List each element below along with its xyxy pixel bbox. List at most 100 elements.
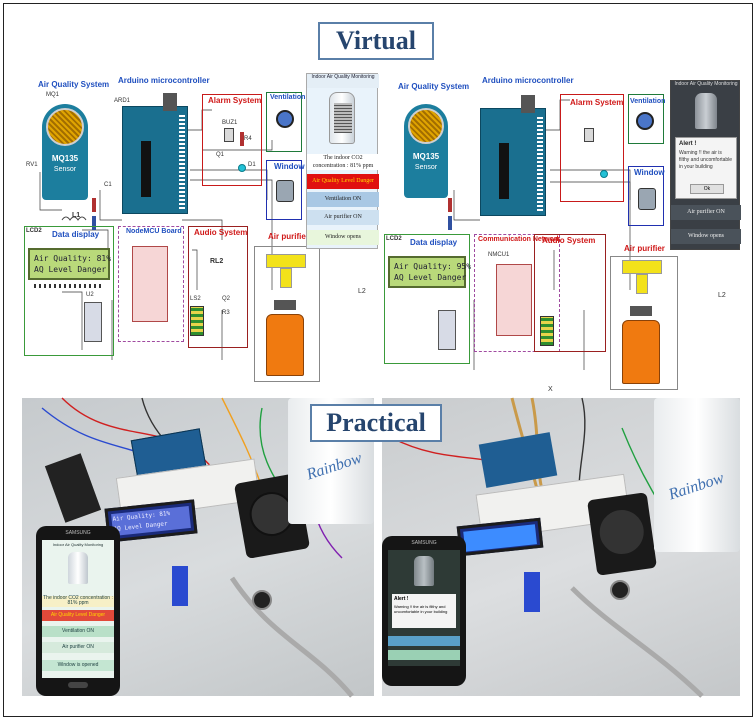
phone-right-brand: SAMSUNG (411, 540, 437, 546)
practical-heading: Practical (310, 404, 442, 442)
left-app-screen: Indoor Air Quality Monitoring The indoor… (306, 73, 379, 249)
phone-left-purifier: Air purifier ON (42, 642, 114, 653)
right-speaker-photo (610, 580, 630, 600)
ventilation-label: Ventilation (270, 94, 306, 101)
right-ventilation-box (628, 94, 664, 144)
left-app-level: Air Quality Level Danger (307, 174, 379, 189)
right-app-window: Window opens (671, 229, 741, 244)
phone-left-screen: Indoor Air Quality Monitoring The indoor… (42, 540, 114, 678)
bottle-cap-icon (274, 300, 296, 310)
audio-system-box (188, 226, 248, 348)
communication-network-label: Communication Network (478, 236, 561, 243)
right-speaker-icon (540, 316, 554, 346)
right-app-header: Indoor Air Quality Monitoring (674, 81, 738, 87)
air-purifier-label: Air purifier (268, 232, 309, 241)
window-box (266, 160, 302, 220)
phone-left-home-button (68, 682, 88, 688)
practical-photo-left: Air Quality: 81% AQ Level Danger Rainbow… (22, 397, 374, 698)
phone-left-ventilation: Ventilation ON (42, 626, 114, 637)
phone-right-device (414, 556, 434, 586)
sensor-name: MQ135 (51, 154, 79, 163)
x-mark: X (548, 386, 553, 393)
alert-ok-button[interactable]: Ok (690, 184, 724, 194)
right-alarm-system-label: Alarm System (570, 98, 624, 107)
practical-photo-right: Rainbow SAMSUNG Alert ! Warning !! the a… (382, 397, 740, 698)
arduino-board (122, 93, 188, 214)
air-quality-system-label: Air Quality System (38, 80, 110, 89)
speaker-photo (252, 590, 272, 610)
usb-connector (163, 93, 177, 111)
right-bottle-body-icon (622, 320, 660, 384)
data-display-box (24, 226, 114, 356)
mq1-label: MQ1 (46, 92, 60, 98)
right-servo-photo (524, 572, 540, 612)
right-app-screen: Indoor Air Quality Monitoring Alert ! Wa… (670, 80, 741, 250)
phone-right: SAMSUNG Alert ! Warning !! the air is fi… (382, 536, 466, 686)
arduino-chip (141, 141, 151, 197)
right-fan-blade-photo (596, 507, 647, 557)
purifier-brand-right: Rainbow (666, 469, 726, 504)
data-display-label: Data display (52, 230, 100, 239)
right-sensor-word: Sensor (414, 164, 438, 171)
d1-label: D1 (248, 162, 256, 168)
servo-photo (172, 566, 188, 606)
left-app-purifier: Air purifier ON (307, 210, 379, 225)
phone-left-level: Air Quality Level Danger (42, 610, 114, 621)
r4-label: R4 (244, 136, 252, 142)
right-circuit-panel: Air Quality System MQ135 Sensor Arduino … (384, 70, 734, 393)
phone-left-title: Indoor Air Quality Monitoring (52, 542, 104, 547)
u2-label: U2 (86, 292, 94, 298)
right-app-purifier: Air purifier ON (671, 205, 741, 220)
ventilation-box (266, 92, 302, 152)
right-spray-nozzle-icon (622, 260, 662, 274)
right-lcd2-label: LCD2 (386, 236, 402, 242)
right-air-purifier-label: Air purifier (624, 244, 665, 253)
right-data-display-box (384, 234, 470, 364)
phone-left-brand: SAMSUNG (65, 530, 91, 536)
virtual-heading: Virtual (318, 22, 434, 60)
right-window-box (628, 166, 664, 226)
right-lcd-photo-screen (463, 524, 537, 552)
buz1-label: BUZ1 (222, 120, 238, 126)
right-arduino-pins (537, 117, 543, 211)
right-arduino-label: Arduino microcontroller (482, 76, 574, 85)
ls2-label: LS2 (190, 296, 201, 302)
right-spray-stem-icon (636, 274, 648, 294)
right-audio-system-label: Audio System (542, 236, 596, 245)
r3-label: R3 (222, 310, 230, 316)
l2-label: L2 (358, 288, 366, 295)
phone-right-alert-message: Warning !! the air is filthy and uncomfo… (394, 604, 448, 614)
ard1-label: ARD1 (114, 98, 131, 104)
phone-left: SAMSUNG Indoor Air Quality Monitoring Th… (36, 526, 120, 696)
alarm-system-label: Alarm System (208, 96, 262, 105)
alert-title: Alert ! (679, 141, 697, 147)
right-window-motor-icon (638, 188, 656, 210)
right-fan-photo (587, 492, 657, 576)
right-fan-icon (636, 112, 654, 130)
right-u2-chip (438, 310, 456, 350)
purifier-device-image (329, 92, 355, 144)
phone-left-concentration: The indoor CO2 concentration : 81% ppm (42, 595, 114, 607)
lcd-pins (34, 284, 104, 288)
right-alarm-system-box (560, 94, 624, 202)
left-app-ventilation: Ventilation ON (307, 192, 379, 207)
right-communication-box (474, 234, 560, 352)
right-lcd: Air Quality: 95% AQ Level Danger (388, 256, 471, 288)
buzzer-icon (224, 128, 234, 142)
right-l2-label: L2 (718, 292, 726, 299)
q2-label: Q2 (222, 296, 231, 302)
mq135-sensor: MQ135 Sensor (42, 104, 88, 200)
spray-nozzle-icon (266, 254, 306, 268)
nodemcu-box (118, 226, 184, 342)
right-bottle-cap-icon (630, 306, 652, 316)
l1-label: L1 (72, 212, 81, 219)
sensor-word: Sensor (53, 166, 77, 173)
left-lcd: Air Quality: 81% AQ Level Danger (28, 248, 111, 280)
phone-right-alert: Alert ! Warning !! the air is filthy and… (392, 594, 456, 628)
phone-right-screen: Alert ! Warning !! the air is filthy and… (388, 550, 460, 666)
left-circuit-wires (39, 109, 273, 360)
right-purifier-device-image (695, 93, 717, 129)
alert-message: Warning !! the air is filthy and uncomfo… (679, 150, 733, 170)
right-usb-connector (521, 95, 535, 113)
right-mq135-sensor: MQ135 Sensor (404, 104, 448, 198)
